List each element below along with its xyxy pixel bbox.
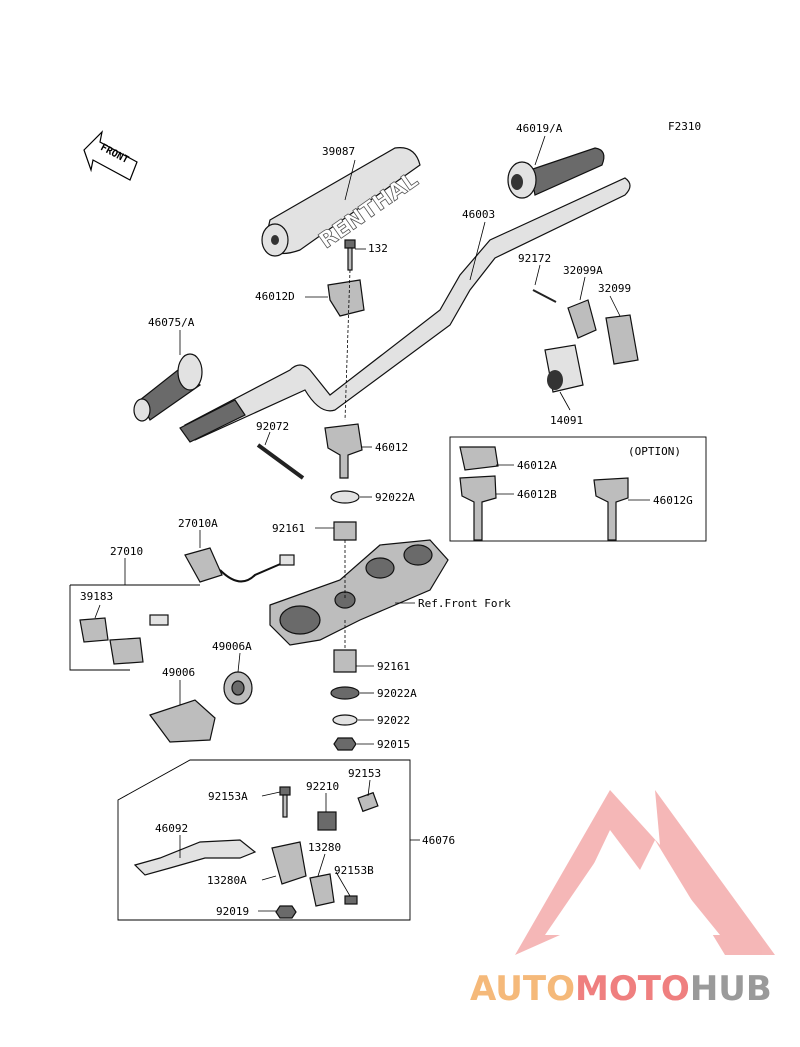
handlebar <box>179 177 631 443</box>
label-27010: 27010 <box>110 545 143 558</box>
bolt-92153 <box>357 791 379 813</box>
label-ref-front-fork: Ref.Front Fork <box>418 597 511 610</box>
watermark-logo <box>515 790 775 955</box>
holder-46012b <box>459 475 497 541</box>
label-92072: 92072 <box>256 420 289 433</box>
left-grip <box>133 353 203 422</box>
label-39183: 39183 <box>80 590 113 603</box>
switch-27010a <box>184 547 295 583</box>
throttle-housing <box>532 289 639 393</box>
label-46012b: 46012B <box>517 488 557 501</box>
nut-92015 <box>333 737 357 751</box>
bolt-92153a <box>279 786 291 818</box>
label-92022a-2: 92022A <box>377 687 417 700</box>
switch-39183 <box>79 614 169 665</box>
front-arrow-icon: FRONT <box>83 130 138 181</box>
label-46012g: 46012G <box>653 494 693 507</box>
label-92019: 92019 <box>216 905 249 918</box>
washer-92022a-bottom <box>330 686 360 700</box>
label-92161-1: 92161 <box>272 522 305 535</box>
label-46092: 46092 <box>155 822 188 835</box>
label-14091: 14091 <box>550 414 583 427</box>
rubber-92161-bottom <box>333 649 357 673</box>
label-92161-2: 92161 <box>377 660 410 673</box>
label-92210: 92210 <box>306 780 339 793</box>
label-92153a: 92153A <box>208 790 248 803</box>
rubber-92161-top <box>333 521 357 541</box>
clamp-46012d <box>327 279 365 317</box>
figure-code: F2310 <box>668 120 701 133</box>
label-32099: 32099 <box>598 282 631 295</box>
label-46075a: 46075/A <box>148 316 195 329</box>
label-46012d: 46012D <box>255 290 295 303</box>
holder-46012 <box>324 423 363 479</box>
clamp-13280 <box>309 873 335 907</box>
adjuster-92210 <box>317 811 337 831</box>
label-32099a: 32099A <box>563 264 603 277</box>
option-label: (OPTION) <box>628 445 681 458</box>
adjuster-49006a <box>223 671 253 705</box>
label-46012: 46012 <box>375 441 408 454</box>
watermark-hub: HUB <box>690 969 772 1009</box>
label-46003: 46003 <box>462 208 495 221</box>
label-92022a-1: 92022A <box>375 491 415 504</box>
label-46012a: 46012A <box>517 459 557 472</box>
label-13280a: 13280A <box>207 874 247 887</box>
bolt-92153b <box>344 895 358 905</box>
bolt-132 <box>344 239 356 271</box>
label-92015: 92015 <box>377 738 410 751</box>
label-46019a: 46019/A <box>516 122 563 135</box>
lever-assembly-box <box>117 759 411 921</box>
label-92172: 92172 <box>518 252 551 265</box>
label-46076: 46076 <box>422 834 455 847</box>
label-49006a: 49006A <box>212 640 252 653</box>
label-92153b: 92153B <box>334 864 374 877</box>
holder-46012g <box>593 477 629 541</box>
label-132: 132 <box>368 242 388 255</box>
holder-13280a <box>271 841 307 885</box>
watermark-text: AUTOMOTOHUB <box>470 969 772 1009</box>
cover-49006 <box>149 699 216 743</box>
leader-lines <box>94 135 650 912</box>
nut-92019 <box>275 905 297 919</box>
label-39087: 39087 <box>322 145 355 158</box>
label-92022: 92022 <box>377 714 410 727</box>
clamp-46012a <box>459 446 499 471</box>
lever-46092 <box>133 839 257 876</box>
label-92153: 92153 <box>348 767 381 780</box>
washer-92022a-top <box>330 490 360 504</box>
label-49006: 49006 <box>162 666 195 679</box>
switch-box-frame <box>69 585 130 671</box>
label-27010a: 27010A <box>178 517 218 530</box>
label-13280: 13280 <box>308 841 341 854</box>
washer-92022 <box>332 714 358 726</box>
cable-tie <box>256 443 305 480</box>
option-box <box>449 436 707 542</box>
watermark-moto: MOTO <box>575 969 690 1009</box>
right-grip <box>507 147 605 199</box>
watermark-auto: AUTO <box>470 969 575 1009</box>
handlebar-pad: RENTHAL <box>261 147 424 257</box>
triple-clamp <box>269 539 449 646</box>
